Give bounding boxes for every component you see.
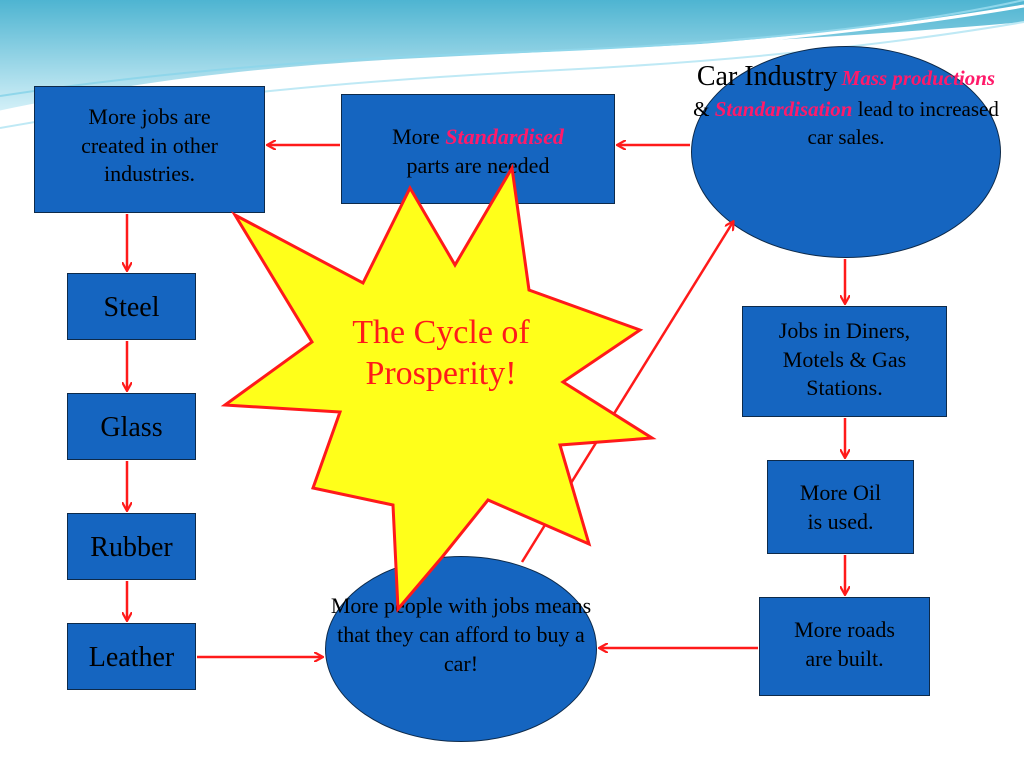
cycle-title-line3: Prosperity! [365, 354, 517, 392]
car-industry-rest2: increased car sales. [807, 96, 999, 149]
standardised-parts-box: More Standardised parts are needed [341, 94, 615, 204]
glass-label: Glass [100, 412, 163, 443]
diners-line1: Jobs in Diners, [778, 318, 911, 343]
cycle-title-line2: of [501, 314, 530, 351]
standardised-prefix: More [392, 124, 446, 149]
more-jobs-line1: More jobs are [88, 104, 211, 129]
car-industry-title: Car Industry [696, 61, 838, 92]
steel-label: Steel [103, 292, 160, 323]
car-industry-amp: & [693, 96, 710, 121]
more-jobs-line2: created in other [81, 132, 218, 158]
oil-line2: is used. [807, 508, 874, 534]
roads-line1: More roads [794, 617, 895, 642]
people-line3: they can afford to [375, 622, 532, 648]
leather-label: Leather [88, 642, 175, 673]
people-line1: More people with [330, 593, 488, 618]
more-jobs-box: More jobs are created in other industrie… [34, 86, 265, 213]
people-line4: buy a car! [443, 622, 585, 677]
more-jobs-line3: industries. [103, 161, 196, 187]
diners-line3: Stations. [806, 375, 883, 401]
oil-box: More Oil is used. [767, 460, 914, 554]
steel-box: Steel [67, 273, 196, 340]
cycle-title-line1: The Cycle [352, 314, 493, 351]
leather-box: Leather [67, 623, 196, 690]
standardised-rest: parts are needed [406, 152, 550, 178]
oil-line1: More Oil [799, 480, 882, 505]
glass-box: Glass [67, 393, 196, 460]
cycle-title: The Cycle of Prosperity! [330, 313, 552, 395]
diners-box: Jobs in Diners, Motels & Gas Stations. [742, 306, 947, 417]
roads-line2: are built. [805, 645, 884, 671]
diners-line2: Motels & Gas [782, 346, 907, 372]
car-industry-emphasis2: Standardisation [714, 96, 853, 121]
people-ellipse: More people with jobs means that they ca… [325, 556, 597, 742]
car-industry-ellipse: Car Industry Mass productions & Standard… [691, 46, 1001, 258]
car-industry-rest1: lead to [852, 96, 915, 121]
roads-box: More roads are built. [759, 597, 930, 696]
rubber-label: Rubber [90, 532, 173, 563]
rubber-box: Rubber [67, 513, 196, 580]
car-industry-emphasis1: Mass productions [841, 66, 996, 90]
standardised-emphasis: Standardised [445, 124, 564, 149]
